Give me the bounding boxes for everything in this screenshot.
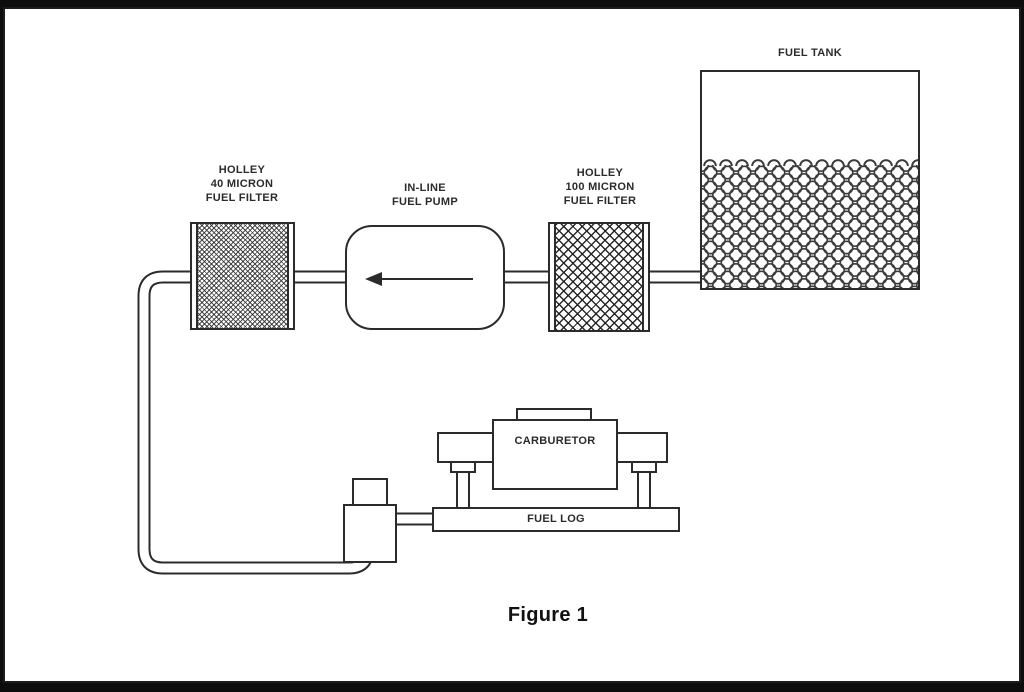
carburetor-leg-right [637, 473, 651, 509]
fuel-log: FUEL LOG [432, 507, 680, 532]
filter-40-media-pattern [196, 224, 289, 328]
fuel-inlet-cap [352, 478, 388, 506]
filter-100-label-line3: FUEL FILTER [563, 195, 637, 207]
fuel-fill-pattern [702, 165, 918, 288]
fuel-inlet-fitting [343, 504, 397, 563]
filter-40-label-line2: 40 MICRON [210, 178, 274, 190]
carburetor-foot-right [631, 461, 657, 473]
carburetor-leg-left [456, 473, 470, 509]
pump-label-line2: FUEL PUMP [391, 196, 459, 208]
filter-100-label: HOLLEY 100 MICRON FUEL FILTER [539, 166, 661, 208]
pump-label-line1: IN-LINE [404, 182, 446, 194]
filter-100-media-pattern [554, 224, 644, 330]
pump-label: IN-LINE FUEL PUMP [364, 181, 486, 209]
fuel-log-label: FUEL LOG [527, 513, 585, 525]
inline-fuel-pump [345, 225, 505, 330]
carburetor-foot-left [450, 461, 476, 473]
figure-caption-text: Figure 1 [507, 604, 589, 626]
filter-100-label-line2: 100 MICRON [565, 181, 635, 193]
fuel-level-line [702, 156, 918, 166]
fuel-tank-label-text: FUEL TANK [777, 47, 842, 59]
flow-arrow-shaft [381, 278, 473, 280]
figure-caption: Figure 1 [448, 604, 648, 627]
filter-100-label-line1: HOLLEY [576, 167, 624, 179]
filter-40-label-line3: FUEL FILTER [205, 192, 279, 204]
filter-40-label-line1: HOLLEY [218, 164, 266, 176]
fuel-tank [700, 70, 920, 290]
carburetor-body: CARBURETOR [492, 419, 618, 490]
fuel-tank-label: FUEL TANK [700, 46, 920, 60]
carburetor-label: CARBURETOR [514, 435, 596, 447]
holley-40-micron-filter [190, 222, 295, 330]
flow-arrowhead-icon [365, 272, 382, 286]
filter-40-label: HOLLEY 40 MICRON FUEL FILTER [181, 163, 303, 205]
holley-100-micron-filter [548, 222, 650, 332]
